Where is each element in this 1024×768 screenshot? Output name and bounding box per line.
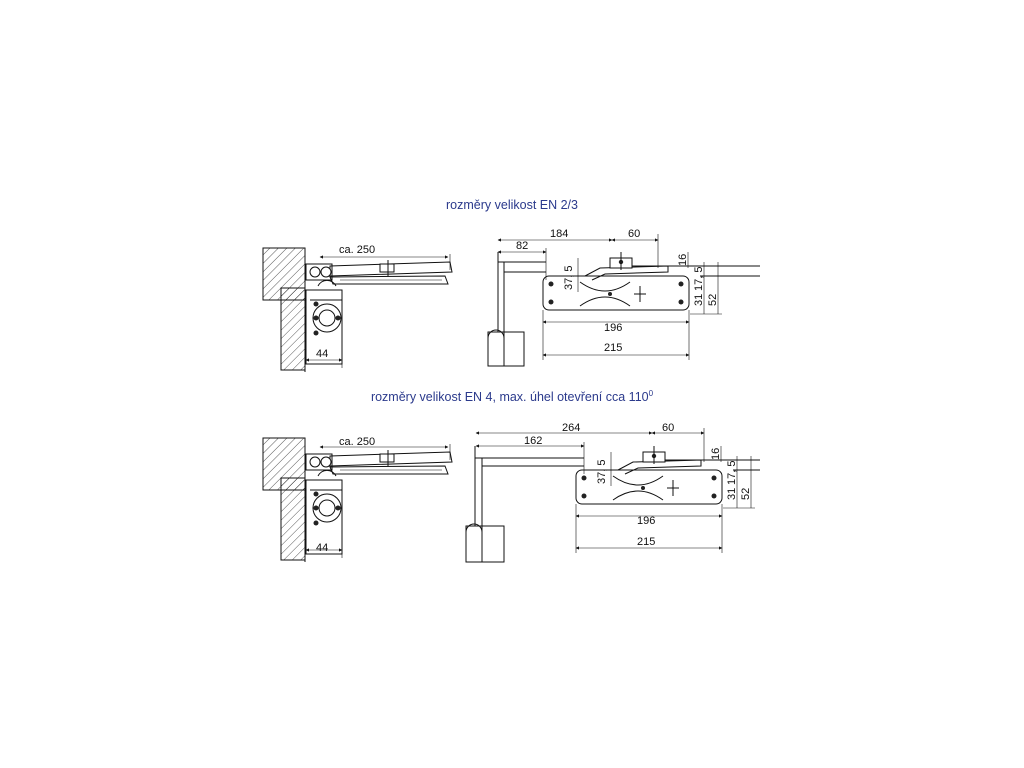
title-en23-text: rozměry velikost EN 2/3 bbox=[446, 198, 578, 212]
title-en23: rozměry velikost EN 2/3 bbox=[0, 198, 1024, 212]
dim-184-en23: 184 bbox=[550, 228, 568, 240]
dim-44-en23: 44 bbox=[316, 348, 328, 360]
side-view-en4 bbox=[263, 438, 452, 562]
floor-pivot-en23 bbox=[487, 331, 525, 367]
dim-264-en4: 264 bbox=[562, 422, 580, 434]
floor-pivot-en4 bbox=[465, 525, 505, 563]
title-en4: rozměry velikost EN 4, max. úhel otevřen… bbox=[0, 389, 1024, 404]
dim-82-en23: 82 bbox=[516, 240, 528, 252]
door-frame-en4 bbox=[474, 446, 584, 528]
door-frame-en23 bbox=[497, 252, 546, 334]
dim-60-en4: 60 bbox=[662, 422, 674, 434]
dim-arm-en23: ca. 250 bbox=[339, 244, 375, 256]
dim-16-en23: 16 bbox=[677, 254, 689, 266]
dim-17-5-en4: 17, 5 bbox=[726, 461, 738, 485]
dim-37-5-en23: 37, 5 bbox=[563, 266, 575, 290]
diagram-en4: ca. 250 44 264 60 162 196 215 37, 5 16 1… bbox=[263, 422, 760, 563]
dim-215-en23: 215 bbox=[604, 342, 622, 354]
dim-52-en23: 52 bbox=[707, 294, 719, 306]
dim-44-en4: 44 bbox=[316, 542, 328, 554]
dim-31-en23: 31 bbox=[693, 294, 705, 306]
dim-16-en4: 16 bbox=[710, 448, 722, 460]
dim-31-en4: 31 bbox=[726, 488, 738, 500]
dim-60-en23: 60 bbox=[628, 228, 640, 240]
title-en4-text: rozměry velikost EN 4, max. úhel otevřen… bbox=[370, 390, 649, 405]
dim-37-5-en4: 37, 5 bbox=[596, 460, 608, 484]
dim-17-5-en23: 17, 5 bbox=[693, 267, 705, 291]
diagram-en23: ca. 250 44 184 60 82 196 215 37, 5 16 17… bbox=[263, 228, 760, 372]
dim-196-en4: 196 bbox=[637, 515, 655, 527]
dim-162-en4: 162 bbox=[524, 435, 542, 447]
dim-215-en4: 215 bbox=[637, 536, 655, 548]
title-en4-degree: 0 bbox=[648, 389, 654, 398]
dim-arm-en4: ca. 250 bbox=[339, 436, 375, 448]
dim-52-en4: 52 bbox=[740, 488, 752, 500]
dim-196-en23: 196 bbox=[604, 322, 622, 334]
side-view-en23 bbox=[263, 248, 452, 372]
